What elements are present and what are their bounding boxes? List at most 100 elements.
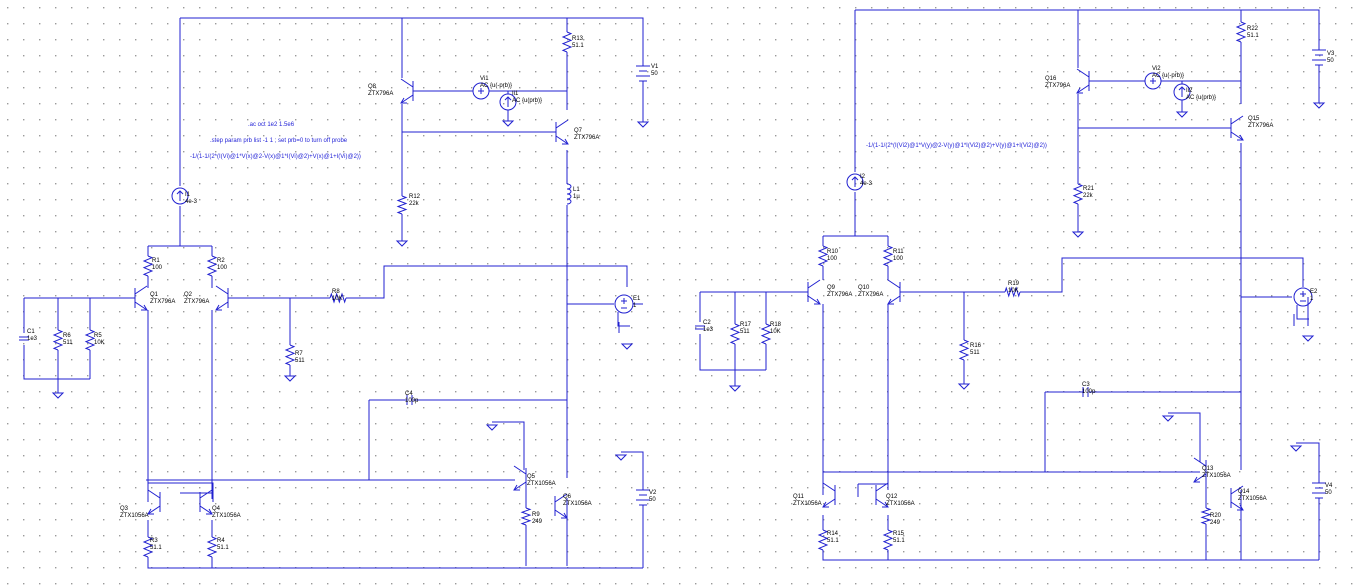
component-label: R21: [1083, 186, 1095, 192]
resistor-R11: [882, 245, 894, 267]
ground-symbol: [1312, 102, 1326, 109]
current-source-Ii1: [499, 93, 517, 111]
component-label: Vi2: [1152, 66, 1161, 72]
component-label: AC {u(prb)}: [512, 98, 542, 104]
ground-symbol: [620, 343, 634, 350]
ground-symbol: [1289, 445, 1303, 452]
transistor-Q11-leads: [822, 482, 836, 508]
transistor-Q14-leads: [1230, 485, 1244, 511]
component-label: 50: [1327, 58, 1334, 64]
transistor-Q15-leads: [1230, 115, 1244, 141]
component-label: C1: [27, 329, 35, 335]
component-label: 100: [217, 265, 228, 271]
component-label: I2: [860, 174, 866, 180]
wire[interactable]: [147, 310, 214, 502]
component-label: C4: [405, 391, 413, 397]
wire[interactable]: [699, 291, 808, 386]
resistor-R1: [142, 255, 154, 277]
component-label: -1/(1-1/(2*(I(Vi)@1*V(x)@2-V(x)@1*I(Vi)@…: [190, 154, 361, 160]
component-label: Q14: [1238, 489, 1250, 495]
wire[interactable]: [855, 9, 1320, 103]
wire[interactable]: [180, 17, 644, 122]
component-label: AC {u(-prb)}: [480, 83, 512, 89]
component-label: E1: [633, 296, 641, 302]
component-label: ZTX1056A: [120, 513, 149, 519]
wire[interactable]: [147, 245, 213, 288]
component-label: ZTX796A: [184, 299, 209, 305]
wire[interactable]: [228, 265, 628, 376]
transistor-Q6-arrow: [561, 512, 568, 519]
wire[interactable]: [23, 297, 135, 393]
wire[interactable]: [900, 257, 1304, 384]
battery-V4: [1312, 482, 1326, 513]
component-label: Q9: [827, 285, 836, 291]
resistor-R12: [396, 195, 408, 215]
component-label: 100: [827, 256, 838, 262]
wire[interactable]: [1241, 296, 1309, 326]
voltage-source-Vi2-plus: [1150, 78, 1156, 84]
wire[interactable]: [401, 18, 568, 566]
wire[interactable]: [492, 421, 527, 566]
component-label: AC {u(-prb)}: [1152, 73, 1184, 79]
component-label: ZTX796A: [827, 292, 852, 298]
wire[interactable]: [567, 303, 643, 333]
wire[interactable]: [822, 304, 1241, 495]
component-label: R1: [152, 258, 160, 264]
wire[interactable]: [147, 492, 643, 569]
component-label: R22: [1247, 26, 1259, 32]
component-label: 51.1: [827, 538, 839, 544]
resistor-R10: [817, 245, 829, 267]
wire[interactable]: [1077, 10, 1242, 560]
component-label: 51.1: [217, 545, 229, 551]
component-label: Q3: [120, 506, 129, 512]
component-label: Q2: [184, 292, 193, 298]
wire[interactable]: [401, 104, 556, 241]
wire[interactable]: [822, 235, 889, 280]
component-label: R12: [409, 194, 421, 200]
component-label: R18: [770, 322, 782, 328]
resistor-R16: [958, 339, 970, 361]
component-label: 50: [651, 71, 658, 77]
current-source-I1: [171, 187, 189, 205]
transistor-Q13-arrow: [1193, 476, 1200, 483]
component-label: R11: [893, 249, 904, 255]
capacitor-C4: [406, 395, 413, 405]
voltage-source-Vi2: [1144, 72, 1162, 90]
resistor-R6: [52, 329, 64, 351]
component-label: C2: [703, 320, 711, 326]
component-label: .step param prb list -1 1 ; set prb=0 to…: [210, 138, 348, 144]
ground-symbol: [728, 385, 742, 392]
battery-V3: [1312, 49, 1326, 80]
transistor-Q4-leads: [199, 489, 213, 515]
component-label: ZTX796A: [150, 299, 175, 305]
component-label: 1: [633, 303, 637, 309]
component-label: V4: [1325, 483, 1333, 489]
resistor-R8: [329, 292, 347, 304]
transistor-Q10-leads: [887, 279, 901, 305]
ground-symbol: [614, 454, 628, 461]
wire[interactable]: [822, 515, 1319, 561]
current-source-I1-arrow: [176, 190, 184, 201]
ground-symbol: [1071, 231, 1085, 238]
wire[interactable]: [1077, 94, 1231, 232]
voltage-source-Vi1-plus: [478, 88, 484, 94]
wire[interactable]: [621, 451, 644, 568]
wire[interactable]: [1296, 442, 1320, 560]
component-label: 1e3: [27, 336, 38, 342]
component-label: 4e-3: [185, 199, 198, 205]
transistor-Q12-leads: [875, 482, 889, 508]
component-label: 1e3: [703, 327, 714, 333]
transistor-Q2-arrow: [215, 304, 222, 311]
component-label: 50: [649, 497, 656, 503]
transistor-Q12-arrow: [882, 501, 889, 508]
vcvs-E1: [614, 294, 634, 314]
component-label: Q4: [212, 506, 221, 512]
component-label: 4e-3: [860, 181, 873, 187]
component-label: 51.1: [572, 43, 584, 49]
wire[interactable]: [857, 483, 888, 497]
component-label: ZTX796A: [574, 135, 599, 141]
ground-symbol: [395, 240, 409, 247]
wire[interactable]: [146, 399, 567, 481]
wire[interactable]: [1168, 412, 1207, 560]
